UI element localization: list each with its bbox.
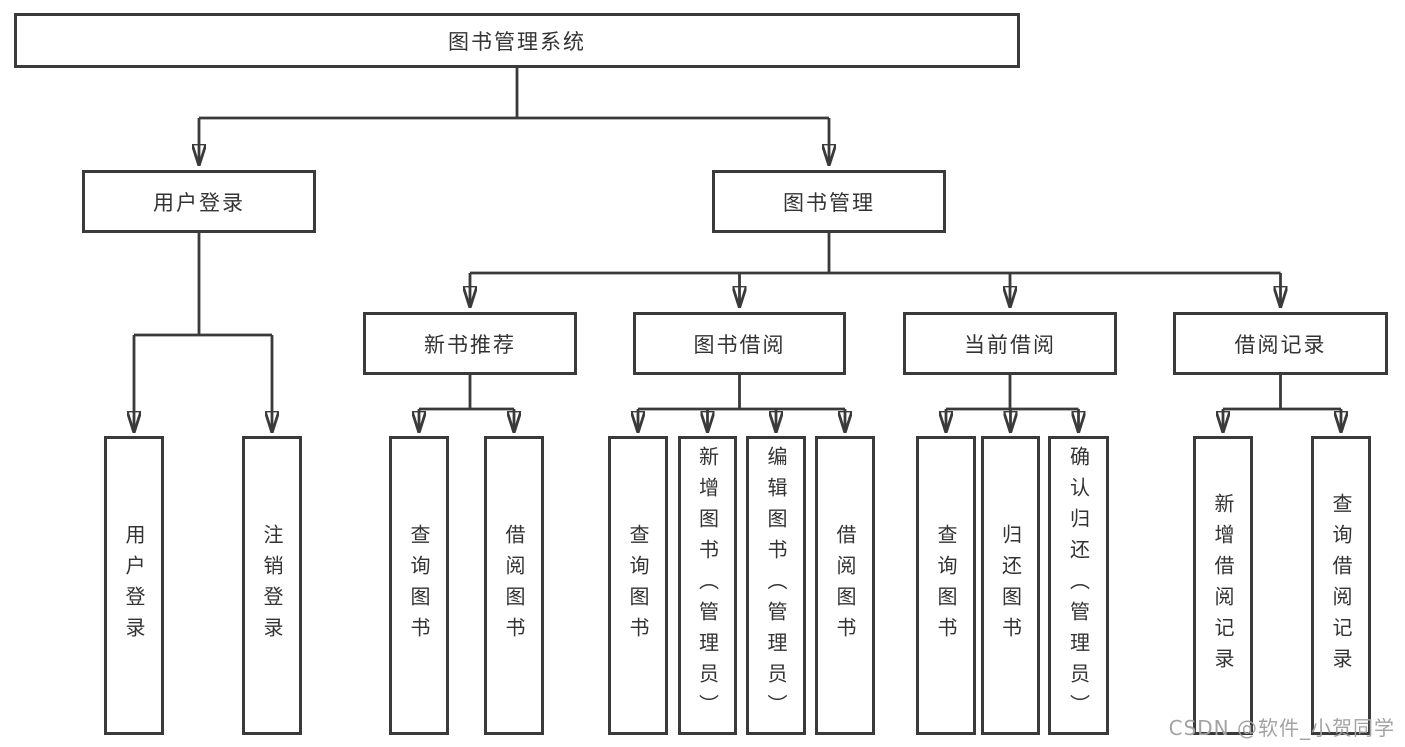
- leaf-label: 用户登录: [122, 523, 146, 648]
- connector-skeleton: [134, 68, 1341, 411]
- leaf-query-book-2: 查询图书: [608, 436, 668, 735]
- leaf-label: 借阅图书: [833, 523, 857, 648]
- leaf-label: 查询图书: [626, 523, 650, 648]
- leaf-add-book-admin: 新增图书（管理员）: [678, 436, 737, 735]
- leaf-borrow-book-2: 借阅图书: [815, 436, 875, 735]
- node-current-borrow: 当前借阅: [903, 312, 1117, 375]
- leaf-edit-book-admin: 编辑图书（管理员）: [746, 436, 806, 735]
- leaf-label: 新增借阅记录: [1211, 492, 1235, 679]
- leaf-query-borrow-record: 查询借阅记录: [1311, 436, 1371, 735]
- leaf-query-book-3: 查询图书: [916, 436, 976, 735]
- node-new-book-recommend: 新书推荐: [363, 312, 577, 375]
- leaf-label: 确认归还（管理员）: [1066, 446, 1091, 725]
- leaf-user-login: 用户登录: [104, 436, 164, 735]
- leaf-label: 查询借阅记录: [1329, 492, 1353, 679]
- leaf-label: 新增图书（管理员）: [695, 446, 720, 725]
- leaf-label: 查询图书: [934, 523, 958, 648]
- leaf-label: 编辑图书（管理员）: [764, 446, 788, 725]
- leaf-return-book: 归还图书: [981, 436, 1040, 735]
- leaf-borrow-book-1: 借阅图书: [484, 436, 544, 735]
- leaf-label: 注销登录: [260, 523, 284, 648]
- node-borrow-record: 借阅记录: [1173, 312, 1388, 375]
- leaf-logout: 注销登录: [242, 436, 302, 735]
- csdn-watermark: CSDN @软件_小贺同学: [1168, 716, 1395, 740]
- leaf-label: 查询图书: [407, 523, 431, 648]
- leaf-add-borrow-record: 新增借阅记录: [1193, 436, 1253, 735]
- leaf-label: 归还图书: [998, 523, 1023, 648]
- node-book-management: 图书管理: [712, 170, 946, 233]
- node-system-root: 图书管理系统: [14, 13, 1020, 68]
- leaf-query-book-1: 查询图书: [389, 436, 449, 735]
- leaf-confirm-return-admin: 确认归还（管理员）: [1048, 436, 1109, 735]
- node-user-login: 用户登录: [82, 170, 316, 233]
- node-book-borrow: 图书借阅: [633, 312, 846, 375]
- leaf-label: 借阅图书: [502, 523, 526, 648]
